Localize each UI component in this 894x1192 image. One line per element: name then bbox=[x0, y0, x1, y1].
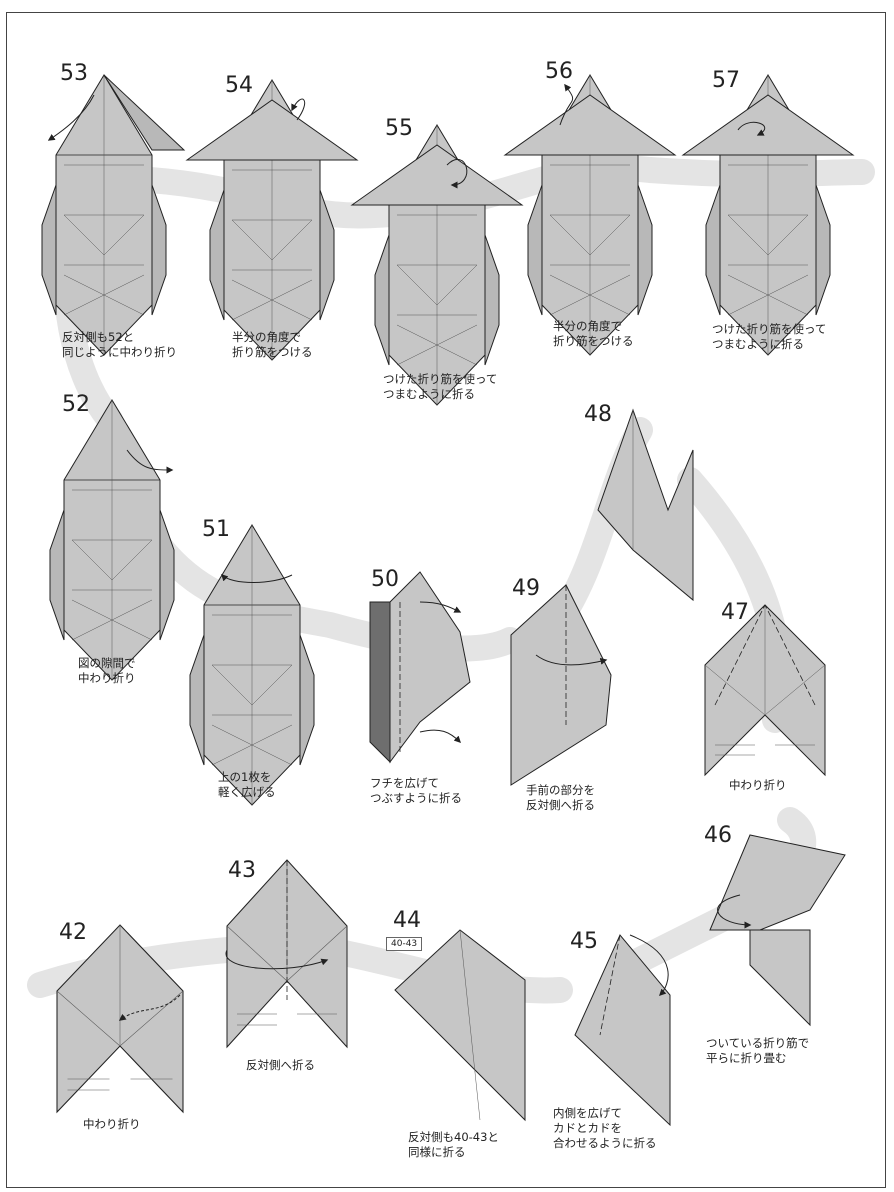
model-step-47 bbox=[704, 604, 826, 776]
step-number: 50 bbox=[371, 567, 399, 592]
step-caption: 内側を広げて カドとカドを 合わせるように折る bbox=[553, 1106, 657, 1150]
step-reference-tag: 40-43 bbox=[386, 937, 423, 951]
step-number: 47 bbox=[721, 600, 749, 625]
step-number: 46 bbox=[704, 823, 732, 848]
model-step-52 bbox=[49, 399, 175, 681]
model-step-43 bbox=[225, 859, 348, 1048]
step-caption: フチを広げて つぶすように折る bbox=[370, 776, 462, 805]
step-number: 56 bbox=[545, 59, 573, 84]
step-number: 55 bbox=[385, 116, 413, 141]
model-step-45 bbox=[574, 934, 671, 1127]
step-number: 52 bbox=[62, 392, 90, 417]
model-step-49 bbox=[510, 584, 612, 786]
step-caption: 反対側も52と 同じように中わり折り bbox=[62, 330, 177, 359]
step-caption: 図の隙間で 中わり折り bbox=[78, 656, 136, 685]
step-number: 43 bbox=[228, 858, 256, 883]
step-number: 54 bbox=[225, 73, 253, 98]
model-step-48 bbox=[597, 408, 694, 602]
step-number: 53 bbox=[60, 61, 88, 86]
step-caption: ついている折り筋で 平らに折り畳む bbox=[706, 1036, 810, 1065]
step-caption: つけた折り筋を使って つまむように折る bbox=[383, 372, 498, 401]
model-step-50 bbox=[369, 571, 471, 764]
step-caption: 反対側へ折る bbox=[246, 1058, 315, 1072]
step-number: 42 bbox=[59, 920, 87, 945]
model-step-55 bbox=[351, 124, 523, 406]
model-step-53 bbox=[41, 74, 186, 356]
model-step-56 bbox=[504, 74, 676, 356]
model-step-57 bbox=[682, 74, 854, 356]
step-number: 44 bbox=[393, 908, 421, 933]
step-caption: 半分の角度で 折り筋をつける bbox=[553, 319, 634, 348]
model-step-51 bbox=[189, 524, 315, 806]
step-caption: 上の1枚を 軽く広げる bbox=[218, 770, 276, 799]
step-number: 57 bbox=[712, 68, 740, 93]
step-caption: 手前の部分を 反対側へ折る bbox=[526, 783, 595, 812]
step-caption: 反対側も40-43と 同様に折る bbox=[408, 1130, 499, 1159]
step-number: 49 bbox=[512, 576, 540, 601]
model-step-42 bbox=[56, 924, 184, 1113]
step-caption: つけた折り筋を使って つまむように折る bbox=[712, 322, 827, 351]
step-number: 48 bbox=[584, 402, 612, 427]
step-caption: 中わり折り bbox=[729, 778, 787, 792]
step-number: 51 bbox=[202, 517, 230, 542]
model-step-44 bbox=[394, 929, 526, 1122]
model-step-46 bbox=[709, 834, 846, 1027]
step-number: 45 bbox=[570, 929, 598, 954]
model-step-54 bbox=[186, 79, 358, 361]
step-caption: 中わり折り bbox=[83, 1117, 141, 1131]
step-caption: 半分の角度で 折り筋をつける bbox=[232, 330, 313, 359]
